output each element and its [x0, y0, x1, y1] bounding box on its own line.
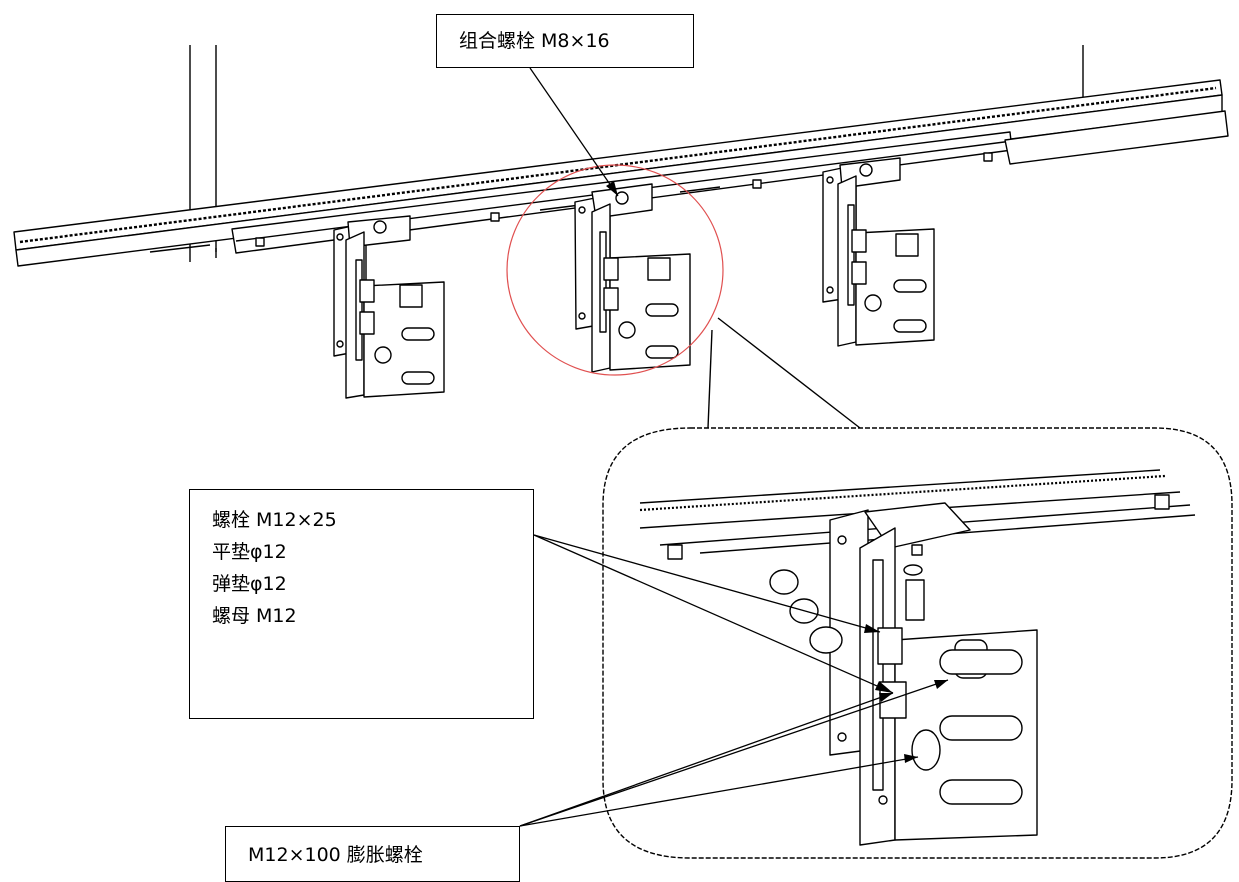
callout-flat-washer-label: 平垫φ12	[212, 541, 287, 563]
callout-nut-label: 螺母 M12	[212, 605, 297, 627]
zoom-leader-lines	[707, 317, 861, 429]
arrow-heads	[606, 181, 948, 763]
callout-arrows	[519, 67, 949, 827]
callout-expansion-bolt: M12×100 膨胀螺栓	[225, 826, 520, 882]
callout-combo-bolt: 组合螺栓 M8×16	[436, 14, 694, 68]
callout-combo-bolt-label: 组合螺栓 M8×16	[459, 30, 610, 52]
mounting-bracket-2	[574, 183, 691, 373]
mounting-bracket-1	[333, 215, 445, 399]
rail-bolts	[255, 152, 993, 247]
callout-spring-washer-label: 弹垫φ12	[212, 573, 287, 595]
detail-highlight-circle	[506, 164, 724, 376]
callout-bolt-label: 螺栓 M12×25	[212, 509, 337, 531]
track-rail	[13, 79, 1229, 267]
mounting-bracket-3	[822, 157, 935, 347]
callout-expansion-bolt-label: M12×100 膨胀螺栓	[248, 844, 423, 866]
callout-bolt-set: 螺栓 M12×25 平垫φ12 弹垫φ12 螺母 M12	[189, 489, 534, 719]
